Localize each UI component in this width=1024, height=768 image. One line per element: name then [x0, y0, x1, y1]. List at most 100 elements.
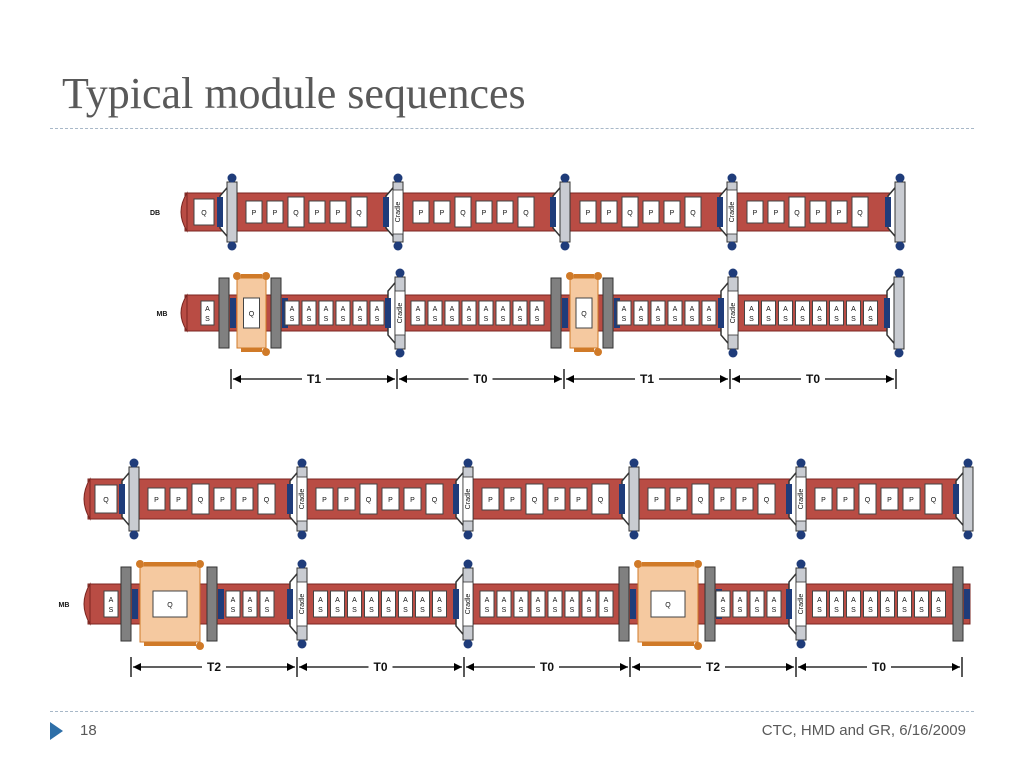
q-module-node-icon [594, 272, 602, 280]
as-cell-s: S [318, 607, 323, 614]
arrowhead-icon [466, 663, 474, 671]
as-cell-a: A [622, 306, 627, 313]
db-cell-box [851, 196, 869, 228]
q-magnet-box [575, 297, 593, 329]
db-cell-box [902, 487, 921, 511]
db-cell-box [858, 483, 877, 515]
node-icon [227, 173, 237, 183]
cradle-box [727, 290, 739, 336]
db-cell-box [642, 200, 660, 224]
as-cell-s: S [755, 607, 760, 614]
end-plate [270, 277, 282, 349]
db-cell-label: Q [198, 497, 204, 504]
as-cell-a: A [416, 306, 421, 313]
cradle-label: Cradle [729, 202, 736, 223]
end-plate [550, 277, 562, 349]
end-plate [952, 566, 964, 642]
db-cell-box [788, 196, 806, 228]
as-cell-s: S [231, 607, 236, 614]
cradle-box [296, 581, 308, 627]
db-cell-box [245, 200, 263, 224]
db-cell-box [481, 487, 500, 511]
cradle-box [296, 476, 308, 522]
flange-plate [128, 466, 140, 532]
arrowhead-icon [454, 663, 462, 671]
as-cell-box [547, 590, 563, 618]
as-cell-s: S [817, 607, 822, 614]
as-cell-s: S [834, 316, 839, 323]
q-magnet-box [152, 590, 188, 618]
flange-blue-bar [717, 197, 723, 227]
db-cell-box [600, 200, 618, 224]
flange-blue-bar [964, 589, 970, 619]
flange-blue-bar [218, 589, 224, 619]
db-cell-label: Q [293, 210, 299, 217]
as-cell-a: A [885, 597, 890, 604]
as-cell-s: S [307, 316, 312, 323]
as-cell-a: A [755, 597, 760, 604]
db-cell-box [757, 483, 776, 515]
cradle-box [392, 189, 404, 235]
flange-connector: Cradle [786, 559, 807, 649]
flange-blue-bar [453, 589, 459, 619]
q-module-rail [574, 274, 594, 278]
q-module-node-icon [634, 560, 642, 568]
as-cell-box [318, 300, 334, 326]
flange-blue-bar [953, 484, 959, 514]
db-cell-label: P [503, 210, 508, 217]
as-cell-box [766, 590, 782, 618]
as-cell-s: S [622, 316, 627, 323]
flange-blue-bar [383, 197, 389, 227]
as-cell-s: S [639, 316, 644, 323]
as-cell-s: S [604, 607, 609, 614]
as-cell-a: A [817, 306, 822, 313]
as-cell-box [581, 590, 597, 618]
as-cell-s: S [290, 316, 295, 323]
as-cell-box [829, 590, 844, 618]
node-icon [297, 530, 307, 540]
flange-connector [550, 173, 571, 251]
db-cell-box [830, 200, 848, 224]
q-magnet-label: Q [581, 311, 587, 318]
db-cell-label: Q [460, 210, 466, 217]
beam-end-cap [83, 477, 91, 521]
q-module-node-icon [566, 272, 574, 280]
as-cell-box [530, 590, 546, 618]
cradle-box [726, 189, 738, 235]
db-cell-label: P [670, 210, 675, 217]
db-cell-label: P [273, 210, 278, 217]
as-cell-box [432, 590, 447, 618]
flange-blue-bar [718, 298, 724, 328]
as-cell-box [225, 590, 241, 618]
as-cell-a: A [919, 597, 924, 604]
q-magnet-label: Q [167, 602, 173, 609]
db-cell-label: Q [264, 497, 270, 504]
db-cell-box [329, 200, 347, 224]
as-cell-a: A [375, 306, 380, 313]
db-cell-box [579, 200, 597, 224]
timing-label: T0 [473, 372, 487, 386]
as-cell-box [284, 300, 300, 326]
as-cell-s: S [868, 316, 873, 323]
as-cell-s: S [936, 607, 941, 614]
db-cell-label: P [336, 210, 341, 217]
arrowhead-icon [952, 663, 960, 671]
timing-label: T2 [207, 660, 221, 674]
as-cell-box [914, 590, 929, 618]
cradle-box [795, 581, 807, 627]
as-cell-s: S [450, 316, 455, 323]
as-cell-box [410, 300, 426, 326]
db-cell-box [169, 487, 188, 511]
db-cell-box [425, 483, 444, 515]
db-cell-box [924, 483, 943, 515]
db-cell-label: P [821, 497, 826, 504]
node-icon [463, 458, 473, 468]
db-cell-box [621, 196, 639, 228]
db-cell-box [287, 196, 305, 228]
as-cell-s: S [109, 607, 114, 614]
timing-label: T0 [806, 372, 820, 386]
as-cell-s: S [772, 607, 777, 614]
db-cell-label: P [607, 210, 612, 217]
as-cell-box [103, 590, 119, 618]
